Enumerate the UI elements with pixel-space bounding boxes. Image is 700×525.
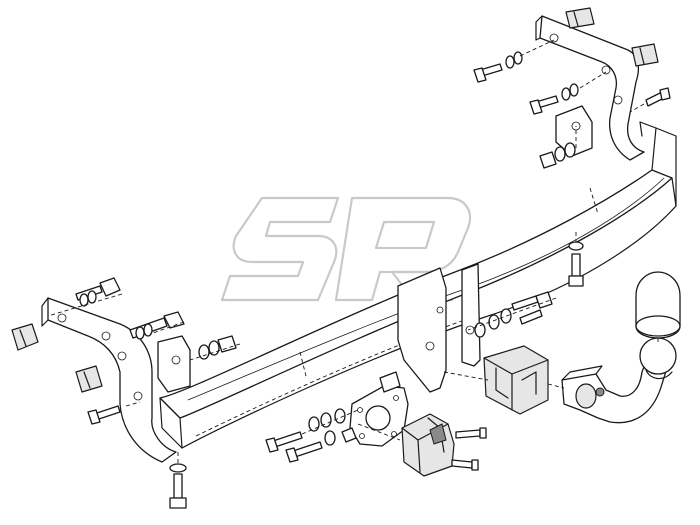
tow-ball-receiver <box>483 345 549 415</box>
tow-ball-cover-cap <box>635 271 681 342</box>
left-cage-nut-upper <box>11 323 39 351</box>
right-bolt-vertical <box>568 232 584 287</box>
socket-bracket <box>349 371 409 447</box>
left-bolt-horizontal <box>87 405 121 425</box>
assembly-guide-lines <box>47 39 645 441</box>
centre-bolt-stack <box>474 291 553 338</box>
right-cage-nut-lower <box>631 43 659 67</box>
left-bolt-stack-middle <box>129 311 185 340</box>
centre-mounting-plate <box>397 263 481 393</box>
right-bolt-horizontal <box>645 87 671 107</box>
left-cage-nut-lower <box>75 365 103 393</box>
right-bolt-stack-upper <box>473 51 523 83</box>
socket-screw-upper <box>455 427 487 439</box>
right-side-bracket <box>535 15 645 161</box>
socket-screw-lower <box>451 459 479 471</box>
left-bolt-stack-upper <box>75 277 121 307</box>
right-cage-nut-upper <box>565 7 595 29</box>
right-bolt-stack-bracket <box>539 142 576 169</box>
socket-fastener-stack <box>265 408 357 463</box>
tow-ball-neck <box>561 345 673 424</box>
right-bolt-stack-middle <box>529 83 579 115</box>
left-bolt-vertical <box>169 452 187 509</box>
electrical-socket <box>401 413 455 477</box>
left-side-bracket <box>41 297 191 463</box>
